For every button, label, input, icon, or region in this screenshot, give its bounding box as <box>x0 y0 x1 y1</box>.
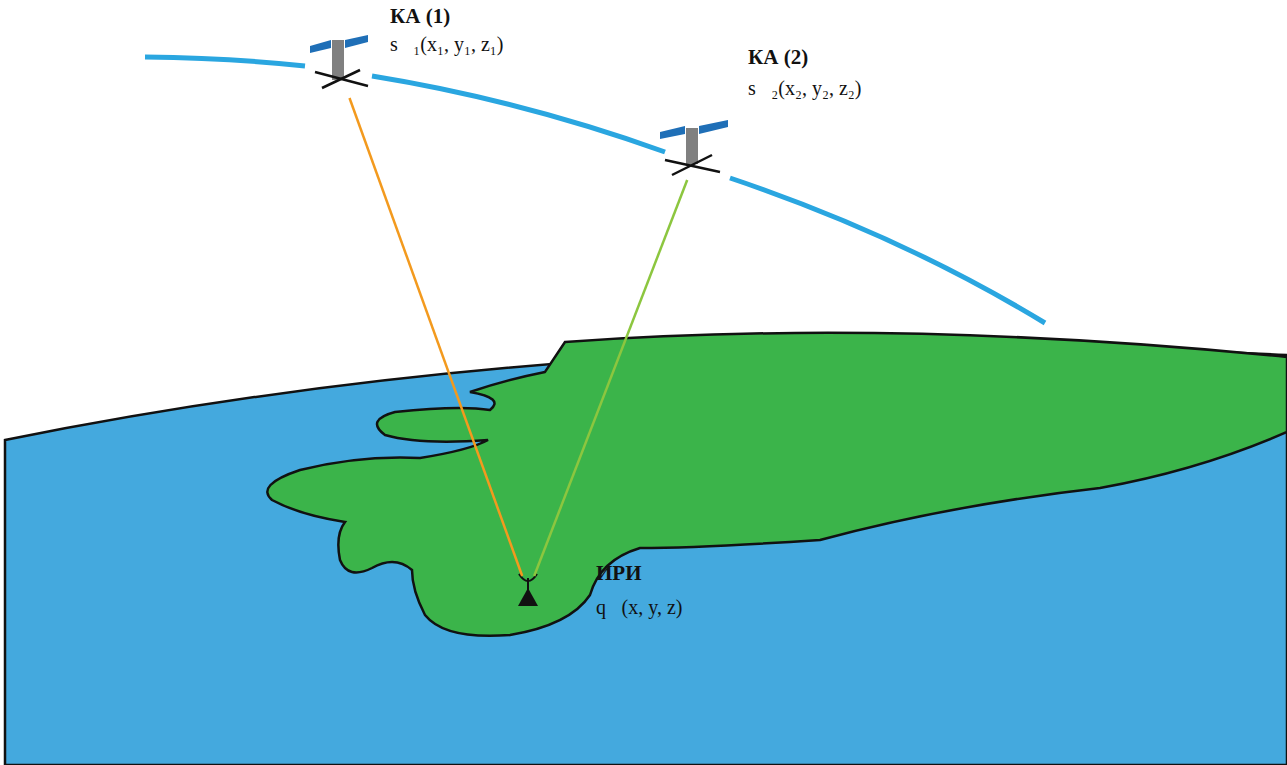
icon-node: КА (2)s⃗₂(x₂, y₂, z₂) <box>676 150 710 180</box>
orbit <box>730 178 1045 323</box>
signal-line <box>534 180 687 576</box>
icon-node: КА (1)s⃗₁(x₁, y₁, z₁) <box>326 62 360 98</box>
position-vector: s⃗₂(x₂, y₂, z₂) <box>748 77 861 99</box>
satellite-icon <box>660 120 728 175</box>
icon-node: ИРИq⃗(x, y, z) <box>514 576 542 608</box>
position-vector: q⃗(x, y, z) <box>596 596 682 618</box>
signal-line <box>534 180 687 576</box>
emitter-name: ИРИ <box>596 562 642 585</box>
land <box>267 333 1287 636</box>
satellite-icon <box>310 35 368 88</box>
satellite-name: КА (1) <box>390 5 450 28</box>
signal-line <box>350 98 523 576</box>
antenna-icon <box>518 574 538 606</box>
orbit <box>372 76 665 152</box>
signal-line <box>350 98 523 576</box>
orbit <box>145 57 305 66</box>
position-vector: s⃗₁(x₁, y₁, z₁) <box>390 33 503 55</box>
satellite-name: КА (2) <box>748 46 808 69</box>
